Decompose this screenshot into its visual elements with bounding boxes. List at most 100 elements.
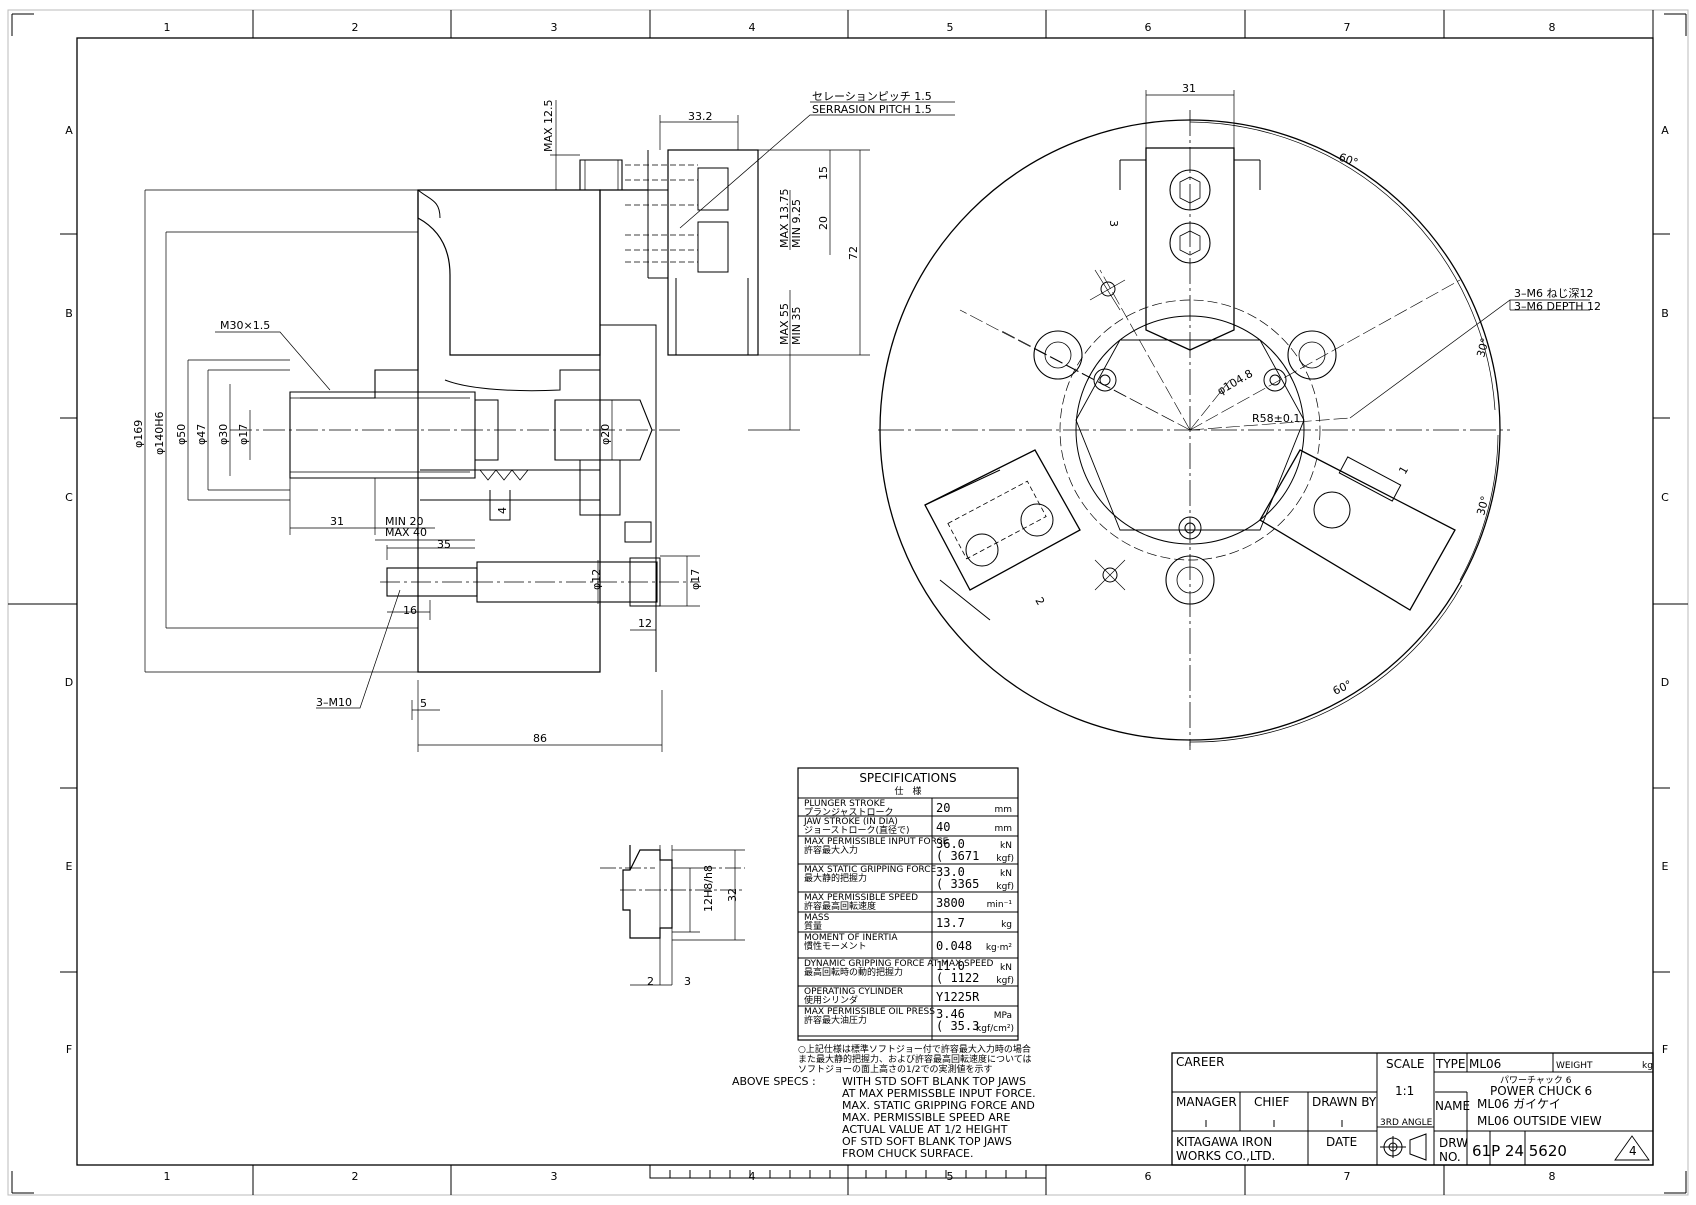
spec-value-2: ( 3365 bbox=[936, 877, 979, 891]
spec-value: 11.0 bbox=[936, 959, 965, 973]
spec-unit: kN bbox=[1000, 869, 1012, 879]
note-en-4: MAX. PERMISSIBLE SPEED ARE bbox=[842, 1111, 1010, 1124]
spec-label-jp: 許容最高回転速度 bbox=[804, 900, 876, 912]
spec-label: MAX PERMISSIBLE SPEED bbox=[804, 893, 918, 903]
spec-value-2: ( 1122 bbox=[936, 971, 979, 985]
spec-unit-2: kgf/cm²) bbox=[976, 1024, 1014, 1034]
column-label: 1 bbox=[164, 1170, 171, 1183]
revision-triangle-icon bbox=[1614, 1135, 1650, 1161]
spec-label-jp: プランジャストローク bbox=[804, 807, 894, 818]
front-view: 31 60° 30° 30° 60° φ104.8 R58±0.1 3–M6 ね… bbox=[878, 82, 1601, 750]
spec-value: 13.7 bbox=[936, 916, 965, 930]
side-section-view: MAX 12.5 33.2 15 MAX 13.75 MIN 9.25 20 7… bbox=[132, 90, 955, 752]
note-en-5: ACTUAL VALUE AT 1/2 HEIGHT bbox=[842, 1123, 1008, 1136]
spec-notes: ○上記仕様は標準ソフトジョー付で許容最大入力時の場合 また最大静的把握力、および… bbox=[732, 1043, 1036, 1160]
title-block: CAREER SCALE 1:1 TYPE ML06 WEIGHT kg パワー… bbox=[1171, 1052, 1654, 1166]
row-label: E bbox=[1662, 860, 1669, 873]
tb-drawn-by: DRAWN BY bbox=[1312, 1095, 1377, 1109]
tb-weight-unit: kg bbox=[1642, 1061, 1653, 1071]
spec-unit: mm bbox=[994, 824, 1012, 834]
note-jp-2: また最大静的把握力、および許容最高回転速度については bbox=[798, 1053, 1032, 1065]
spec-value: 20 bbox=[936, 801, 950, 815]
tb-company-2: WORKS CO.,LTD. bbox=[1176, 1149, 1275, 1163]
spec-value: 33.0 bbox=[936, 865, 965, 879]
front-dim-31: 31 bbox=[1182, 82, 1196, 95]
spec-unit-2: kgf) bbox=[996, 854, 1014, 864]
spec-label-jp: 許容最大入力 bbox=[804, 844, 858, 856]
tb-name-label: NAME bbox=[1435, 1099, 1470, 1113]
third-angle-projection-icon bbox=[1380, 1133, 1427, 1161]
row-label: A bbox=[65, 124, 73, 137]
row-label: C bbox=[1661, 491, 1669, 504]
tb-drawing-no: 61P 24 5620 bbox=[1472, 1142, 1567, 1160]
row-label: A bbox=[1661, 124, 1669, 137]
drawing-frame bbox=[76, 37, 1654, 1166]
tb-type: ML06 bbox=[1469, 1057, 1501, 1071]
dim-min-20: MIN 20 bbox=[385, 515, 423, 528]
serration-en: SERRASION PITCH 1.5 bbox=[812, 103, 932, 116]
row-label: F bbox=[66, 1043, 72, 1056]
column-label: 8 bbox=[1549, 1170, 1556, 1183]
column-label: 6 bbox=[1145, 1170, 1152, 1183]
dim-4: 4 bbox=[496, 507, 509, 514]
column-label: 8 bbox=[1549, 21, 1556, 34]
tb-date: DATE bbox=[1326, 1135, 1357, 1149]
tslot-detail: 12H8/h8 32 2 3 bbox=[600, 845, 745, 988]
column-label: 3 bbox=[551, 1170, 558, 1183]
column-label: 3 bbox=[551, 21, 558, 34]
corner-marks bbox=[8, 10, 1688, 1195]
note-en-lead: ABOVE SPECS : bbox=[732, 1075, 816, 1088]
bolt-pcd-circle bbox=[1059, 299, 1321, 561]
tslot-dim-2: 2 bbox=[647, 975, 654, 988]
row-label: D bbox=[65, 676, 73, 689]
tslot-dim-3: 3 bbox=[684, 975, 691, 988]
spec-unit: kg·m² bbox=[986, 943, 1013, 953]
dim-phi17: φ17 bbox=[237, 424, 250, 445]
spec-unit: kN bbox=[1000, 841, 1012, 851]
spec-label-jp: 慣性モーメント bbox=[804, 940, 867, 952]
spec-label: JAW STROKE (IN DIA) bbox=[803, 817, 898, 827]
tb-manager: MANAGER bbox=[1176, 1095, 1237, 1109]
tb-scale-label: SCALE bbox=[1386, 1057, 1424, 1071]
tb-career: CAREER bbox=[1176, 1055, 1224, 1069]
tb-rev: 4 bbox=[1629, 1144, 1637, 1158]
specs-title: SPECIFICATIONS bbox=[859, 771, 956, 785]
note-en-1: WITH STD SOFT BLANK TOP JAWS bbox=[842, 1075, 1026, 1088]
spec-value: 3.46 bbox=[936, 1007, 965, 1021]
dim-33-2: 33.2 bbox=[688, 110, 713, 123]
spec-unit: kN bbox=[1000, 963, 1012, 973]
dim-20: 20 bbox=[817, 216, 830, 230]
spec-label-jp: 質量 bbox=[804, 920, 822, 932]
dim-phi12: φ12 bbox=[590, 569, 603, 590]
dim-max-55: MAX 55 bbox=[778, 303, 791, 345]
dim-phi47: φ47 bbox=[195, 424, 208, 445]
spec-unit: MPa bbox=[994, 1011, 1012, 1021]
tb-weight-label: WEIGHT bbox=[1556, 1061, 1593, 1071]
spec-value: 36.0 bbox=[936, 837, 965, 851]
jaw-label-3: 3 bbox=[1107, 220, 1120, 227]
spec-label: MAX STATIC GRIPPING FORCE bbox=[804, 865, 937, 875]
spec-label: MOMENT OF INERTIA bbox=[804, 933, 898, 943]
angle-60-top: 60° bbox=[1337, 151, 1360, 170]
column-label: 6 bbox=[1145, 21, 1152, 34]
column-label: 4 bbox=[749, 21, 756, 34]
tb-angle: 3RD ANGLE bbox=[1380, 1118, 1433, 1128]
row-label: F bbox=[1662, 1043, 1668, 1056]
spec-label: MASS bbox=[804, 913, 830, 923]
tb-type-label: TYPE bbox=[1435, 1057, 1465, 1071]
note-en-2: AT MAX PERMISSBLE INPUT FORCE. bbox=[842, 1087, 1036, 1100]
specs-title-jp: 仕 様 bbox=[894, 785, 921, 797]
spec-label: DYNAMIC GRIPPING FORCE AT MAX SPEED bbox=[804, 959, 994, 969]
chuck-outer-circle bbox=[879, 119, 1501, 741]
tb-name-en: POWER CHUCK 6 bbox=[1490, 1084, 1592, 1098]
tb-chief: CHIEF bbox=[1254, 1095, 1290, 1109]
row-label: B bbox=[65, 307, 73, 320]
spec-value-2: ( 3671 bbox=[936, 849, 979, 863]
row-label: C bbox=[65, 491, 73, 504]
dim-phi50: φ50 bbox=[175, 424, 188, 445]
spec-value: 40 bbox=[936, 820, 950, 834]
dim-min-9-25: MIN 9.25 bbox=[790, 199, 803, 248]
m6-en: 3–M6 DEPTH 12 bbox=[1514, 300, 1601, 313]
spec-label-jp: ジョーストローク(直径で) bbox=[804, 824, 910, 836]
